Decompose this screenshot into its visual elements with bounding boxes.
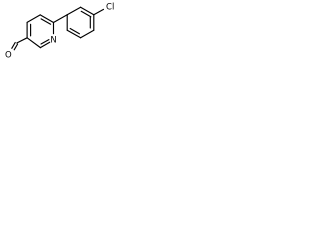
nitrogen-atom-label: N xyxy=(50,36,56,46)
aldehyde-group: O xyxy=(5,37,28,61)
carbon-chlorine-bond xyxy=(93,8,105,16)
pyridine-bond-n1-c2 xyxy=(39,41,51,49)
pyridine-inner-double-bond-top xyxy=(40,18,52,25)
oxygen-atom-label: O xyxy=(5,51,12,61)
phenyl-inner-double-bond-top xyxy=(80,10,92,18)
chlorine-atom-label: Cl xyxy=(106,3,114,13)
chlorophenyl-ring: Cl xyxy=(66,3,114,39)
aldehyde-c-ring-bond xyxy=(16,37,28,44)
pyridine-bond-c5-c6 xyxy=(39,14,55,24)
phenyl-bond-c5-c6 xyxy=(66,29,82,39)
pyridine-bond-c4-c5 xyxy=(26,14,41,23)
pyridine-phenyl-bond xyxy=(52,14,68,24)
chemical-structure-diagram: O N Cl xyxy=(5,3,114,61)
phenyl-bond-c1-c2 xyxy=(66,6,82,16)
phenyl-inner-double-bond-bottom xyxy=(69,27,80,35)
pyridine-ring: N xyxy=(26,14,57,49)
pyridine-inner-double-bond-bottom xyxy=(40,39,50,45)
aldehyde-c-o-double-bond-inner xyxy=(13,43,19,51)
pyridine-bond-c2-c3 xyxy=(26,37,41,49)
biaryl-linkage xyxy=(52,14,68,24)
aldehyde-c-o-double-bond-outer xyxy=(11,41,16,49)
phenyl-bond-c2-c3 xyxy=(80,6,95,16)
phenyl-bond-c4-c5 xyxy=(80,29,95,39)
